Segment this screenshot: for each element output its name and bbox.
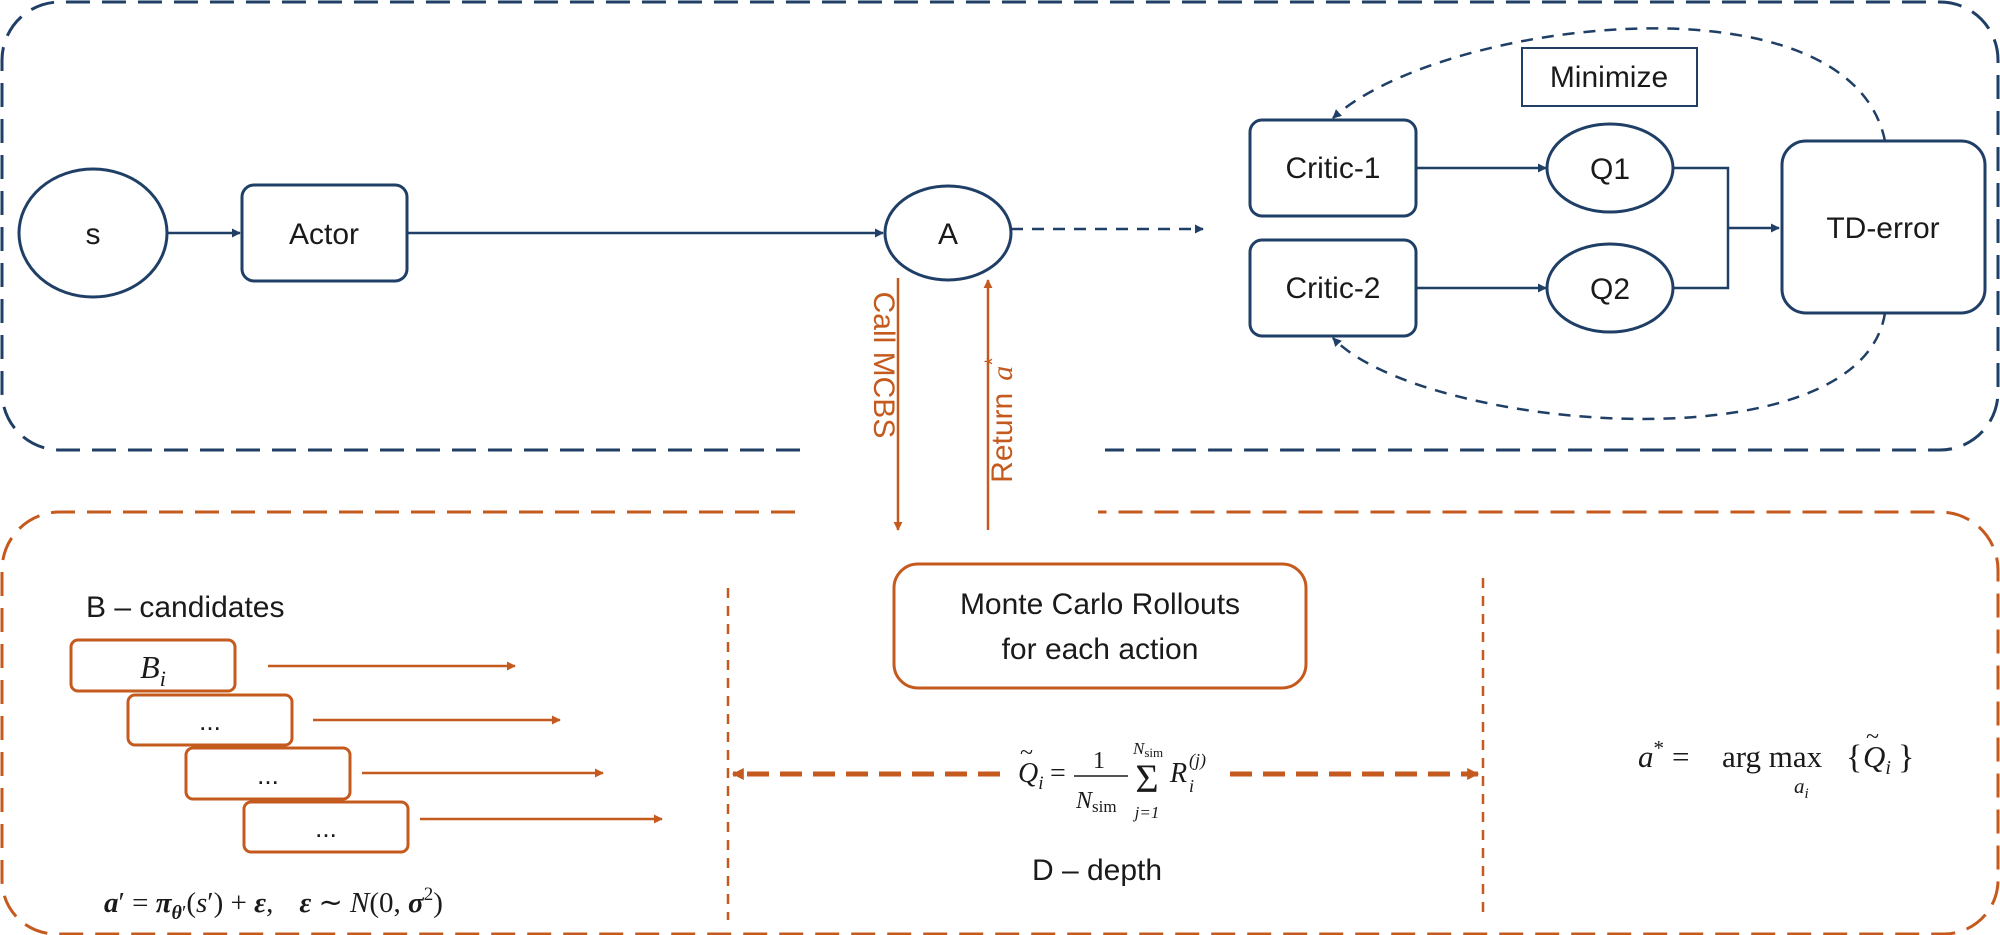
q1-node: Q1 xyxy=(1545,122,1675,214)
svg-text:arg max: arg max xyxy=(1722,739,1823,774)
svg-text:j=1: j=1 xyxy=(1133,803,1160,822)
minimize-arc-bottom xyxy=(1332,312,1887,421)
candidate-box-4: ... xyxy=(242,800,410,854)
state-node: s xyxy=(17,167,169,299)
candidates-title: B – candidates xyxy=(86,591,284,624)
svg-text:a*: a* xyxy=(1638,736,1664,774)
q-formula-backdrop xyxy=(1000,738,1230,822)
depth-label: D – depth xyxy=(1032,854,1162,887)
svg-text:Minimize: Minimize xyxy=(1550,61,1668,94)
actor-box: Actor xyxy=(240,183,409,283)
svg-text:ai: ai xyxy=(1794,774,1809,802)
svg-text:i: i xyxy=(1189,776,1194,796)
svg-text:1: 1 xyxy=(1093,748,1105,774)
svg-text:Q2: Q2 xyxy=(1590,273,1630,306)
svg-text:=: = xyxy=(1050,758,1066,789)
q-merge-connector xyxy=(1673,166,1780,290)
svg-text:A: A xyxy=(938,218,958,251)
critic-2-box: Critic-2 xyxy=(1248,238,1418,338)
svg-text:}: } xyxy=(1898,739,1914,776)
svg-text:=: = xyxy=(1672,739,1689,774)
call-mcbs-label: Call MCBS xyxy=(867,292,900,439)
svg-text:Actor: Actor xyxy=(289,218,359,251)
td-error-box: TD-error xyxy=(1780,139,1987,315)
minimize-arc-top xyxy=(1332,27,1887,142)
svg-text:~: ~ xyxy=(1020,740,1033,766)
candidate-box-3: ... xyxy=(184,746,352,801)
candidate-box-first: Bi xyxy=(69,638,237,693)
svg-text:for each action: for each action xyxy=(1002,633,1199,666)
svg-text:Bi: Bi xyxy=(140,649,166,691)
critic-1-box: Critic-1 xyxy=(1248,118,1418,218)
return-label: Returna* xyxy=(980,357,1019,483)
svg-text:...: ... xyxy=(257,760,279,790)
svg-text:Nsim: Nsim xyxy=(1132,739,1163,760)
svg-text:(j): (j) xyxy=(1189,750,1206,771)
svg-text:Monte Carlo Rollouts: Monte Carlo Rollouts xyxy=(960,588,1240,621)
svg-text:Critic-1: Critic-1 xyxy=(1286,152,1381,185)
q2-node: Q2 xyxy=(1545,242,1675,334)
svg-text:Returna*: Returna* xyxy=(980,357,1019,483)
actor-critic-frame xyxy=(0,0,2000,452)
mcbs-frame xyxy=(0,510,2000,935)
svg-text:Σ: Σ xyxy=(1135,756,1158,801)
candidate-box-2: ... xyxy=(126,693,294,747)
svg-text:~: ~ xyxy=(1866,724,1879,750)
svg-text:TD-error: TD-error xyxy=(1826,212,1939,245)
svg-text:Qi: Qi xyxy=(1018,758,1044,794)
action-node: A xyxy=(883,184,1013,282)
svg-text:Q1: Q1 xyxy=(1590,153,1630,186)
q-estimate-formula: Qi ~ = 1 Nsim Nsim Σ j=1 R i (j) xyxy=(1018,739,1206,822)
svg-text:Critic-2: Critic-2 xyxy=(1286,272,1381,305)
svg-text:Qi: Qi xyxy=(1863,739,1891,779)
svg-text:...: ... xyxy=(315,813,337,843)
svg-text:s: s xyxy=(86,218,101,251)
svg-text:...: ... xyxy=(199,706,221,736)
policy-formula: a′ = πθ′(s′) + ε,ε ∼ N(0, σ2) xyxy=(104,884,443,924)
svg-text:Nsim: Nsim xyxy=(1075,788,1117,816)
svg-text:{: { xyxy=(1846,739,1862,776)
argmax-formula: a* = arg max ai { Qi ~ } xyxy=(1638,724,1914,802)
minimize-label: Minimize xyxy=(1521,47,1698,107)
rollouts-box: Monte Carlo Rollouts for each action xyxy=(892,562,1308,690)
svg-text:R: R xyxy=(1169,758,1187,789)
